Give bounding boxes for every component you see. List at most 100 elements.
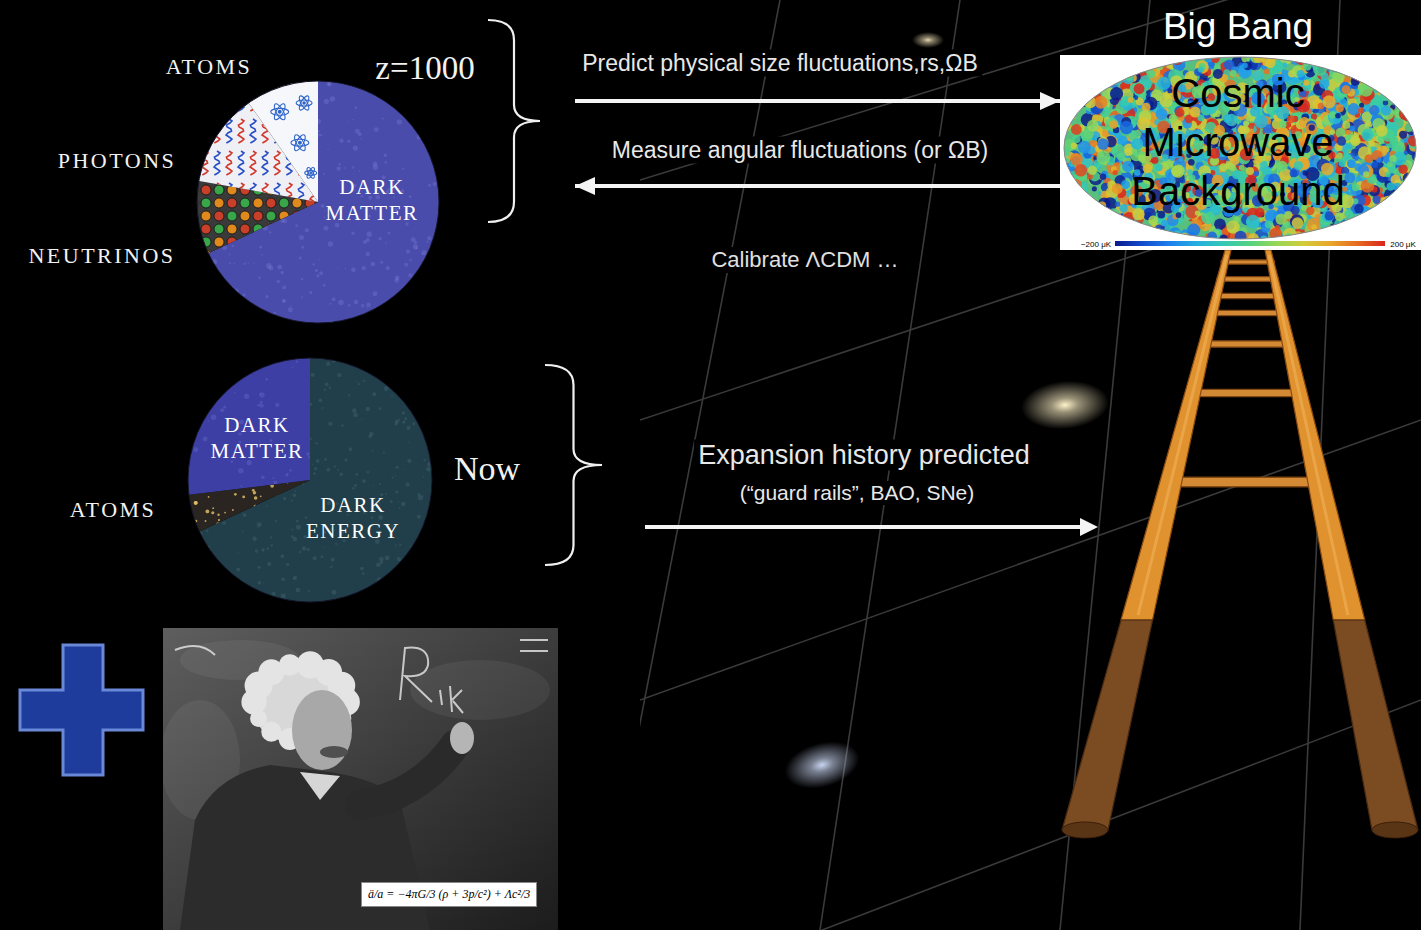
neutrino-slice-part (214, 224, 224, 234)
sky-map-part (1398, 164, 1407, 173)
sky-map-part (1357, 62, 1368, 73)
sky-map-part (1404, 102, 1410, 108)
dark-matter-slice-part (290, 305, 292, 307)
dark-matter-slice-part (347, 121, 348, 122)
dark-matter-slice-part (281, 271, 285, 275)
sky-map-part (1072, 135, 1080, 143)
atom-slice-part (298, 141, 302, 145)
dark-matter-slice-part (210, 112, 212, 114)
sky-map-part (1064, 197, 1073, 206)
sky-map-part (1332, 225, 1342, 235)
dark-matter-slice-part (432, 266, 435, 269)
sky-map-part (1385, 87, 1393, 95)
sky-map-part (1133, 56, 1141, 64)
dark-matter-slice-part (355, 129, 360, 134)
dark-matter-slice-part (370, 262, 375, 267)
sky-map-part (1080, 75, 1088, 83)
sky-map-part (1394, 204, 1406, 216)
sky-map-part (1117, 220, 1130, 233)
sky-map-part (1408, 221, 1417, 230)
dark-matter-slice-part (273, 312, 276, 315)
dark-matter-slice-part (319, 271, 323, 275)
photon-slice-part (274, 215, 280, 239)
dark-matter-slice-part (379, 237, 382, 240)
dark-matter-slice-part (309, 291, 312, 294)
dark-matter-slice-part (366, 303, 371, 308)
sky-map-part (1092, 186, 1097, 191)
sky-map-part (1397, 69, 1409, 81)
sky-map-part (1112, 59, 1119, 66)
sky-map-part (1349, 223, 1360, 234)
dark-matter-slice-part (355, 107, 357, 109)
neutrino-slice-part (266, 237, 276, 247)
sky-map-part (1397, 82, 1403, 88)
sky-map-part (1387, 73, 1401, 87)
photon-slice-part (202, 87, 208, 111)
sky-map-part (1373, 68, 1386, 81)
sky-map-part (1108, 61, 1117, 70)
sky-map-part (1101, 70, 1106, 75)
ladder (1062, 250, 1418, 838)
sky-map-part (1397, 64, 1408, 75)
atom-slice-part (306, 167, 316, 180)
dark-matter-slice-part (229, 262, 231, 264)
sky-map-part (1074, 215, 1081, 222)
atom-slice-part (271, 108, 289, 115)
dark-matter-slice-part (397, 119, 402, 124)
neutrino-slice-part (188, 185, 198, 195)
atom-slice-part (272, 102, 287, 121)
dark-matter-slice-part (400, 298, 403, 301)
sky-map-part (1353, 64, 1359, 70)
atom-slice-part (302, 101, 306, 105)
neutrino-slice-part (305, 224, 315, 234)
neutrino-slice-part (266, 198, 276, 208)
sky-map-part (1083, 62, 1092, 71)
sky-map-part (1140, 225, 1151, 236)
sky-map-part (1347, 228, 1357, 238)
sky-map-part (1353, 61, 1362, 70)
neutrino-slice-part (279, 250, 289, 260)
sky-map-part (1064, 200, 1078, 214)
sky-map-part (1105, 55, 1118, 68)
dark-matter-slice-part (204, 299, 209, 304)
neutrino-slice-part (279, 211, 289, 221)
sky-map-part (1403, 101, 1414, 112)
sky-map-part (1397, 196, 1408, 207)
dark-matter-slice-part (269, 231, 271, 233)
sky-map-part (1371, 81, 1378, 88)
sky-map-part (1068, 81, 1077, 90)
dark-matter-slice-part (434, 279, 437, 282)
galaxy (912, 32, 944, 48)
neutrino-slice-part (227, 198, 237, 208)
sky-map-part (1355, 56, 1364, 65)
dark-matter-slice-part (202, 250, 207, 255)
dark-matter-slice-part (385, 242, 387, 244)
dark-matter-slice-part (216, 291, 218, 293)
neutrino-slice-part (214, 185, 224, 195)
atom-slice-part (292, 133, 307, 152)
dark-matter-slice-part (301, 246, 304, 249)
sky-map-part (1364, 65, 1369, 70)
dark-matter-slice-part (373, 165, 378, 170)
sky-map-part (1398, 229, 1406, 237)
sky-map-part (1094, 206, 1107, 219)
sky-map-part (1096, 68, 1109, 81)
sky-map-part (1069, 193, 1076, 200)
sky-map-part (1070, 108, 1076, 114)
galaxy (780, 734, 865, 796)
dark-matter-slice-part (370, 307, 371, 308)
sky-map-part (1185, 57, 1192, 64)
sky-map-part (1102, 224, 1107, 229)
neutrino-slice-part (188, 211, 198, 221)
sky-map-part (1145, 55, 1152, 62)
dark-matter-slice-part (430, 300, 433, 303)
sky-map-part (1067, 110, 1077, 120)
ladder-rung (1217, 277, 1279, 282)
photon-slice-part (238, 215, 244, 239)
dark-matter-slice-part (351, 232, 354, 235)
dark-matter-slice-part (355, 107, 357, 109)
dark-matter-slice-part (305, 228, 309, 232)
sky-map-part (1378, 200, 1391, 213)
dark-matter-slice-part (217, 120, 222, 125)
dark-matter-slice-part (404, 263, 408, 267)
